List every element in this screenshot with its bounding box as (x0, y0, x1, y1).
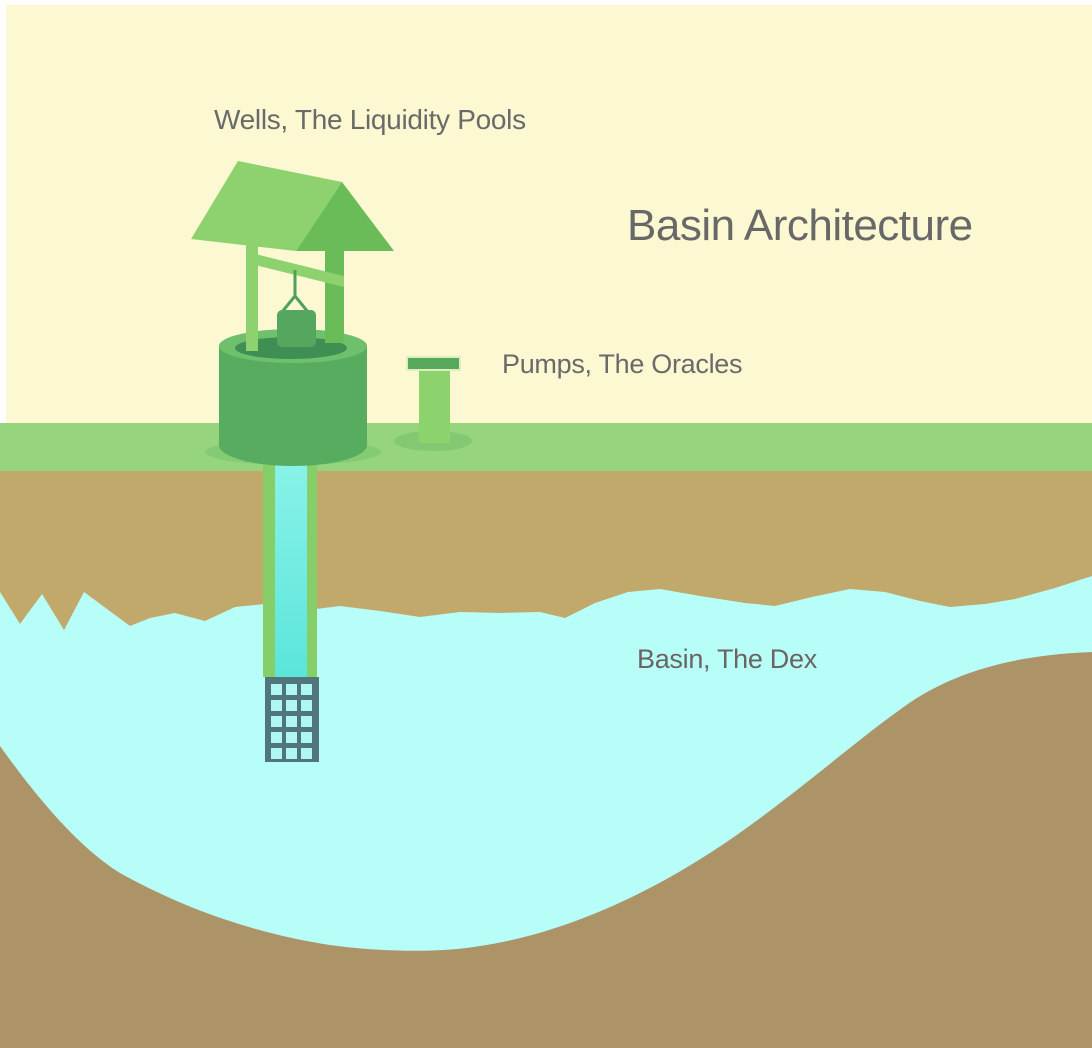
well-roof-left-slope (191, 161, 342, 251)
well-rope-and-hook (280, 270, 310, 313)
well-pipe (263, 450, 317, 677)
wells-label: Wells, The Liquidity Pools (214, 104, 526, 135)
well-screen (265, 677, 319, 762)
pipe-water-column (275, 450, 307, 677)
diagram-title: Basin Architecture (627, 201, 973, 250)
well-roof-gable (296, 182, 394, 251)
well-cylinder (219, 346, 367, 466)
pump-column (419, 366, 450, 443)
grass-surface (0, 423, 1092, 471)
pumps-label: Pumps, The Oracles (502, 349, 743, 379)
sky-background (6, 5, 1092, 423)
pump-cap (406, 356, 461, 371)
deep-soil-layer (0, 652, 1092, 1048)
well-post-right (325, 248, 344, 343)
well-bucket (277, 310, 316, 347)
well-crossbeam (247, 252, 344, 287)
basin-label: Basin, The Dex (637, 644, 817, 674)
well-opening (235, 337, 347, 359)
pump-illustration (394, 356, 472, 451)
well-illustration (191, 161, 394, 466)
screen-slot-grid (271, 684, 312, 759)
